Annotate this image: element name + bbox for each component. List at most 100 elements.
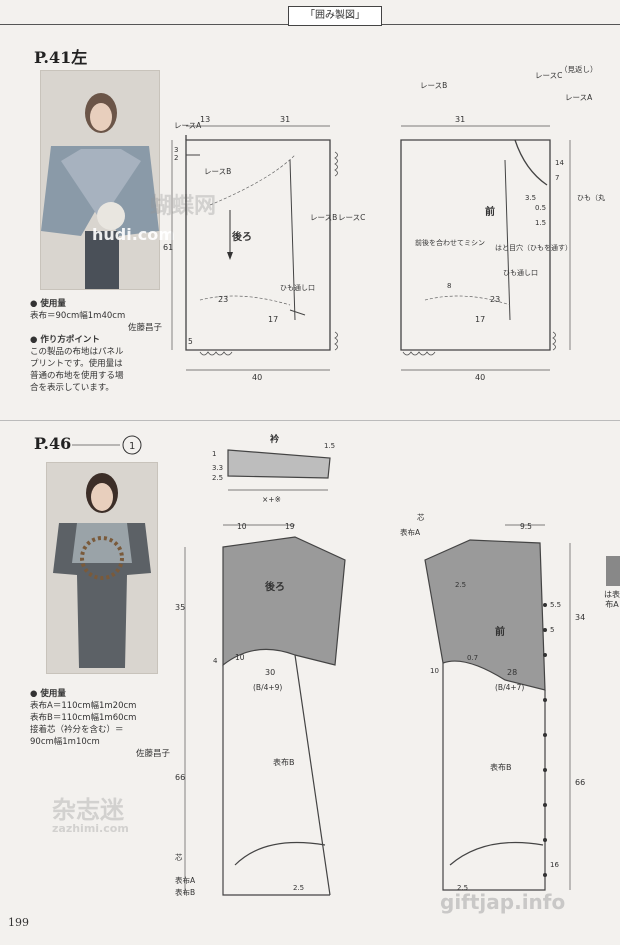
side-tab-label: は表布A [604,590,620,609]
page-number: 199 [8,916,29,929]
p46-designer: 佐藤昌子 [135,749,170,759]
p46-front-dim-2-5b: 2.5 [457,884,468,892]
p41-dim-23: 23 [218,295,228,304]
p46-collar-formula: ×+※ [262,495,281,504]
p46-materials-line: 表布A＝110cm幅1m20cm [30,701,137,711]
p46-formula-back: (B/4+9) [253,683,282,692]
p41-dim-13: 13 [200,115,210,124]
p46-watermark-url: zazhimi.com [52,822,129,835]
p41-point-line: 普通の布地を使用する場 [30,371,124,381]
p41-front-dim-23: 23 [490,295,500,304]
p41-back-pattern: 13 31 レースA レースB 61 後ろ 23 17 ひも通し口 40 5 3… [163,115,365,382]
section-divider [0,420,620,421]
p41-hatome: はと目穴（ひもを通す） [495,243,572,252]
p46-formula-front: (B/4+7) [495,683,524,692]
p46-front-dim-10: 10 [430,667,439,675]
p46-front-fabric-b: 表布B [490,762,512,772]
p41-front-lace-c: レースC [535,71,562,80]
p41-dim-5: 5 [188,337,193,346]
p46-collar-label: 衿 [270,433,279,445]
p46-shin-front: 芯 [417,512,425,522]
p41-back-label: 後ろ [232,230,252,243]
p46-back-dim-10: 10 [237,522,247,531]
p41-himo-back: ひも通し口 [280,283,315,292]
p46-collar-dim-2-5: 2.5 [212,474,223,482]
p46-back-label: 後ろ [265,580,285,593]
p46-collar-dim-3-3: 3.3 [212,464,223,472]
p46-back-fabric-b: 表布B [273,757,295,767]
p41-front-lace-a: レースA [565,93,593,102]
p41-dim-61: 61 [163,243,173,252]
p46-dim-35: 35 [175,603,185,612]
p41-point-heading: ● 作り方ポイント [30,335,100,345]
p41-point-line: プリントです。使用量は [30,359,123,369]
p41-front-dim-40: 40 [475,373,485,382]
p46-front-fabric-a: 表布A [400,527,421,537]
p41-point-line: 合を表示しています。 [30,383,114,393]
p41-page-ref: P.41左 [34,48,88,67]
p41-dim-1-5: 1.5 [535,219,546,227]
p46-collar-pattern: 衿 ×+※ 1 3.3 2.5 1.5 [212,433,335,504]
side-tab [606,556,620,586]
p46-back-fabric-a: 表布A [175,875,196,885]
p41-lace-a: レースA [174,121,202,130]
p41-materials-heading: ● 使用量 [30,299,66,309]
p46-circle-num: 1 [129,441,135,452]
p41-point-line: この製品の布地はパネル [30,347,124,357]
p41-mikaeshi: （見返し） [560,65,598,74]
p46-dim-5-5: 5.5 [550,601,561,609]
p46-collar-dim-1: 1 [212,450,216,458]
p46-notes: ● 使用量 表布A＝110cm幅1m20cm 表布B＝110cm幅1m60cm … [30,688,170,760]
p46-front-dim-2-5: 2.5 [455,581,466,589]
p41-dim-2: 2 [174,154,178,162]
p41-front-lace-b: レースB [420,81,447,90]
p41-dim-7: 7 [555,174,559,182]
model-figure-icon [53,473,151,668]
p46-materials-line: 表布B＝110cm幅1m60cm [30,713,137,723]
p41-dim-3: 3 [174,146,178,154]
p46-front-dim-66: 66 [575,778,585,787]
section-title: 「囲み製図」 [288,6,382,26]
p46-back-dim-66: 66 [175,773,185,782]
p41-front-pattern: 31 レースC レースB （見返し） レースA 前 前後を合わせてミシン ひも通… [400,65,605,382]
p41-dim-17: 17 [268,315,278,324]
p41-awase: 前後を合わせてミシン [415,238,485,247]
p46-shin-back: 芯 [175,852,183,862]
p46-back-dim-4: 4 [213,657,218,665]
p41-materials-line: 表布＝90cm幅1m40cm [30,311,126,321]
p46-back-dim-10b: 10 [235,653,245,662]
p41-dim-8: 8 [447,282,451,290]
p46-dim-9-5: 9.5 [520,522,532,531]
p46-number-marker: 1 [72,435,142,455]
p41-front-label: 前 [485,205,495,218]
p46-back-dim-19: 19 [285,522,295,531]
p41-lace-b2-back: レースB [310,213,337,222]
p41-front-dim-17: 17 [475,315,485,324]
p46-dim-16: 16 [550,861,559,869]
p41-watermark: 蝴蝶网 [150,194,217,219]
p46-model-photo [46,462,158,674]
p46-front-dim-5: 5 [550,626,554,634]
p46-back-fabric-b2: 表布B [175,887,195,897]
p46-back-dim-2-5: 2.5 [293,884,304,892]
p41-lace-c-back: レースC [338,213,365,222]
p46-materials-heading: ● 使用量 [30,689,66,699]
p46-dim-30: 30 [265,668,275,677]
p41-dim-31: 31 [280,115,290,124]
p41-dim-0-5: 0.5 [535,204,546,212]
p41-dim-14: 14 [555,159,564,167]
p41-lace-b-back: レースB [204,167,231,176]
p46-front-pattern: 芯 表布A 9.5 34 66 5.5 5 前 2.5 0.7 28 (B/4+… [400,512,585,892]
p41-notes: ● 使用量 表布＝90cm幅1m40cm 佐藤昌子 ● 作り方ポイント この製品… [30,298,162,394]
p41-front-dim-31: 31 [455,115,465,124]
p41-watermark-url: hudi.com [92,225,175,244]
p41-himo-front: ひも通し口 [503,268,538,277]
p46-dim-0-7: 0.7 [467,654,478,662]
p46-materials-line: 接着芯（衿分を含む）＝ [30,725,124,735]
p46-back-pattern: 10 19 35 66 後ろ 30 (B/4+9) 表布B 10 4 芯 表布A… [175,522,346,897]
p41-dim-3-5: 3.5 [525,194,536,202]
p41-designer: 佐藤昌子 [127,323,162,333]
p46-watermark-url2: giftjap.info [440,890,566,914]
p41-model-photo [40,70,160,290]
p41-himo-side: ひも（丸ひも2本）長さ＝160 [577,193,605,202]
